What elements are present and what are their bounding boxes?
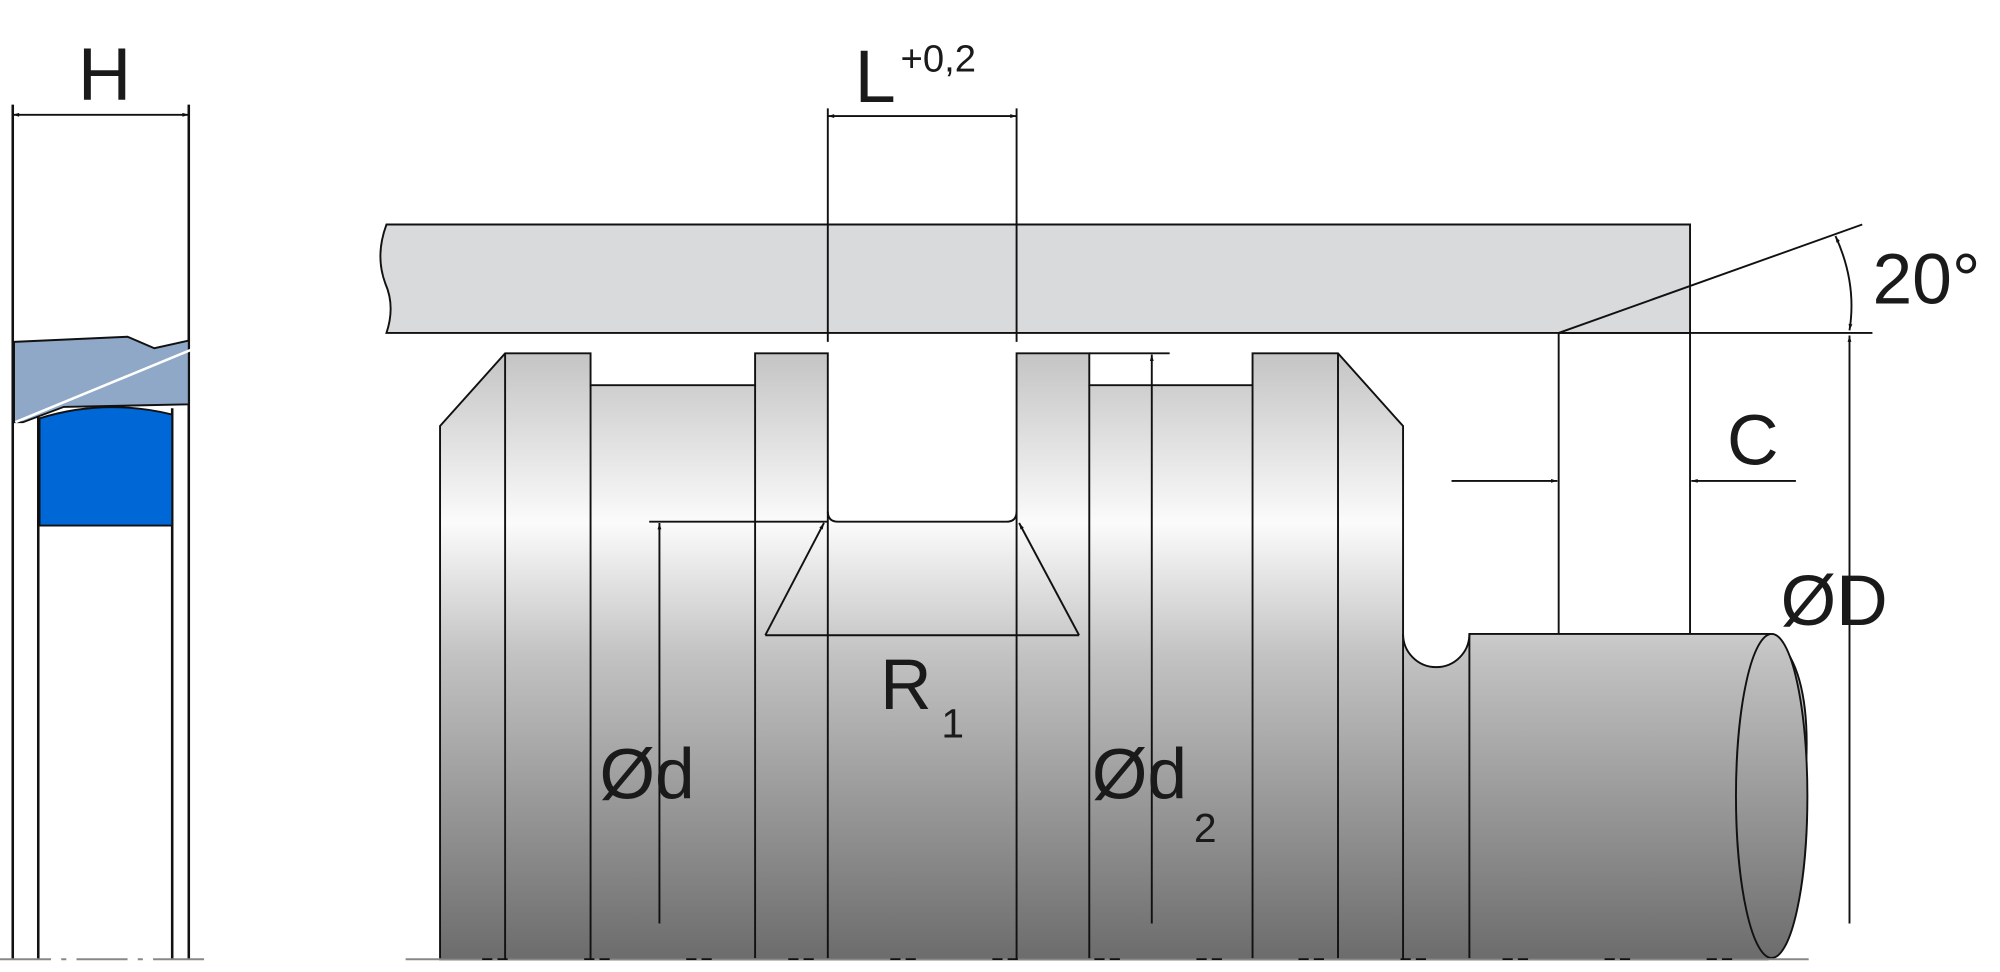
- label-L: L: [855, 35, 896, 118]
- label-R-subscript: 1: [941, 700, 964, 746]
- cylinder-bore: [379, 223, 1692, 334]
- label-angle: 20°: [1872, 240, 1980, 320]
- label-H: H: [78, 32, 131, 115]
- label-L-tolerance: +0,2: [901, 37, 977, 80]
- label-C: C: [1727, 400, 1779, 480]
- label-R: R: [880, 645, 932, 725]
- label-D: ØD: [1781, 561, 1888, 641]
- piston-section-lines: [504, 353, 1471, 960]
- piston-body: [439, 352, 1808, 961]
- dimension-lines: [649, 108, 1873, 924]
- label-d2: Ød: [1092, 735, 1187, 815]
- energizer-o-ring: [38, 406, 174, 527]
- label-d: Ød: [599, 735, 694, 815]
- piston-rod-end: [1735, 633, 1809, 959]
- label-d2-subscript: 2: [1194, 805, 1217, 851]
- seal-cross-section: [11, 104, 211, 960]
